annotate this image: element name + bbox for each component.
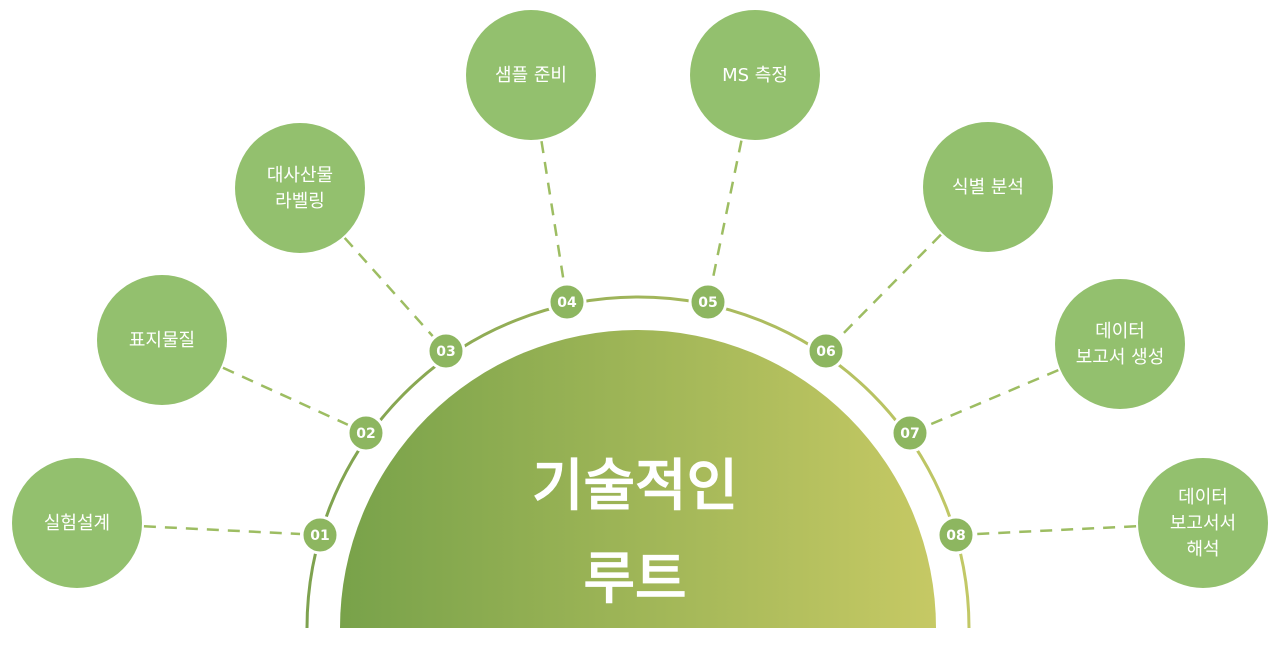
step-number-badge-07 xyxy=(890,413,930,453)
center-title-line1: 기술적인 xyxy=(532,454,738,519)
connector-lines xyxy=(143,140,1137,536)
step-label-07-line-1: 데이터 xyxy=(1095,321,1145,342)
connector-line-04 xyxy=(540,140,566,283)
step-label-05-line-1: MS 측정 xyxy=(722,65,788,86)
connector-line-07 xyxy=(927,368,1059,427)
step-circle-07 xyxy=(1055,279,1185,409)
step-label-04-line-1: 샘플 준비 xyxy=(495,65,567,86)
step-label-08-line-1: 데이터 xyxy=(1178,487,1228,508)
step-circle-06 xyxy=(923,122,1053,252)
step-number-badge-05 xyxy=(688,282,728,322)
step-number-05: 05 xyxy=(698,295,717,311)
step-circle-03 xyxy=(235,123,365,253)
connector-line-08 xyxy=(975,525,1137,536)
step-label-07-line-2: 보고서 생성 xyxy=(1076,347,1165,368)
outer-arc xyxy=(305,295,971,629)
step-label-06-line-1: 식별 분석 xyxy=(952,177,1024,198)
step-circle-02 xyxy=(97,275,227,405)
step-label-08-line-2: 보고서서 xyxy=(1170,513,1236,534)
step-number-badge-01 xyxy=(300,515,340,555)
step-label-02-line-1: 표지물질 xyxy=(129,330,195,351)
step-number-badge-04 xyxy=(547,282,587,322)
step-circle-05 xyxy=(690,10,820,140)
step-number-04: 04 xyxy=(557,295,577,311)
center-title-line2: 루트 xyxy=(583,547,686,612)
step-number-badge-02 xyxy=(346,413,386,453)
step-number-03: 03 xyxy=(436,344,455,360)
step-circle-04 xyxy=(466,10,596,140)
step-number-02: 02 xyxy=(356,426,375,442)
step-number-badge-08 xyxy=(936,515,976,555)
connector-line-05 xyxy=(710,140,743,283)
step-number-07: 07 xyxy=(900,426,919,442)
step-number-badge-06 xyxy=(806,331,846,371)
connector-line-06 xyxy=(839,233,942,338)
step-number-06: 06 xyxy=(816,344,835,360)
step-number-01: 01 xyxy=(310,528,329,544)
step-label-01-line-1: 실험설계 xyxy=(44,513,110,534)
connector-line-03 xyxy=(343,237,434,337)
step-number-08: 08 xyxy=(946,528,965,544)
step-number-badge-03 xyxy=(426,331,466,371)
connector-line-02 xyxy=(222,366,349,426)
step-label-03-line-2: 라벨링 xyxy=(275,191,325,212)
step-circle-01 xyxy=(12,458,142,588)
step-label-08-line-3: 해석 xyxy=(1186,539,1219,560)
step-number-badges: 01 02 03 04 05 06 07 08 xyxy=(300,282,976,555)
connector-line-01 xyxy=(143,525,301,536)
step-circle-08 xyxy=(1138,458,1268,588)
step-label-03-line-1: 대사산물 xyxy=(267,165,333,186)
center-dome xyxy=(340,330,936,628)
